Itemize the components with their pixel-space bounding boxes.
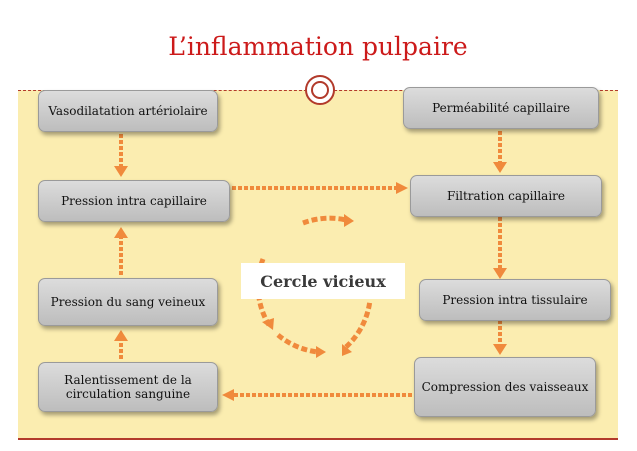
cycle-arrowhead-right (342, 344, 352, 356)
arrowhead-4 (493, 268, 507, 279)
cycle-label: Cercle vicieux (241, 263, 405, 299)
ring-ornament-icon (305, 75, 335, 105)
cycle-arc-right (344, 299, 373, 349)
node-permeabilite-capillaire: Perméabilité capillaire (403, 87, 599, 129)
node-pression-intra-tissulaire: Pression intra tissulaire (419, 279, 611, 321)
node-ralentissement: Ralentissement de la circulation sanguin… (38, 362, 218, 412)
arrowhead-5 (493, 344, 507, 355)
cycle-arc-top (302, 215, 347, 226)
bottom-rule (18, 438, 618, 440)
arrowhead-3 (493, 162, 507, 173)
arrowhead-1 (114, 166, 128, 177)
cycle-arc-bottom (276, 333, 319, 355)
slide-title: L’inflammation pulpaire (168, 32, 468, 61)
cycle-arrowhead-bottom (316, 346, 326, 358)
arrowhead-7 (114, 330, 128, 341)
cycle-arrowhead-top (344, 214, 354, 227)
arrowhead-8 (114, 227, 128, 238)
node-compression-des-vaisseaux: Compression des vaisseaux (414, 357, 596, 417)
node-filtration-capillaire: Filtration capillaire (410, 175, 602, 217)
node-pression-intra-capillaire: Pression intra capillaire (38, 180, 230, 222)
node-pression-du-sang-veineux: Pression du sang veineux (38, 278, 218, 326)
arrowhead-6 (222, 389, 234, 401)
cycle-arrowhead-left (262, 318, 274, 330)
arrowhead-2 (396, 182, 408, 194)
node-vasodilatation: Vasodilatation artériolaire (38, 90, 218, 132)
